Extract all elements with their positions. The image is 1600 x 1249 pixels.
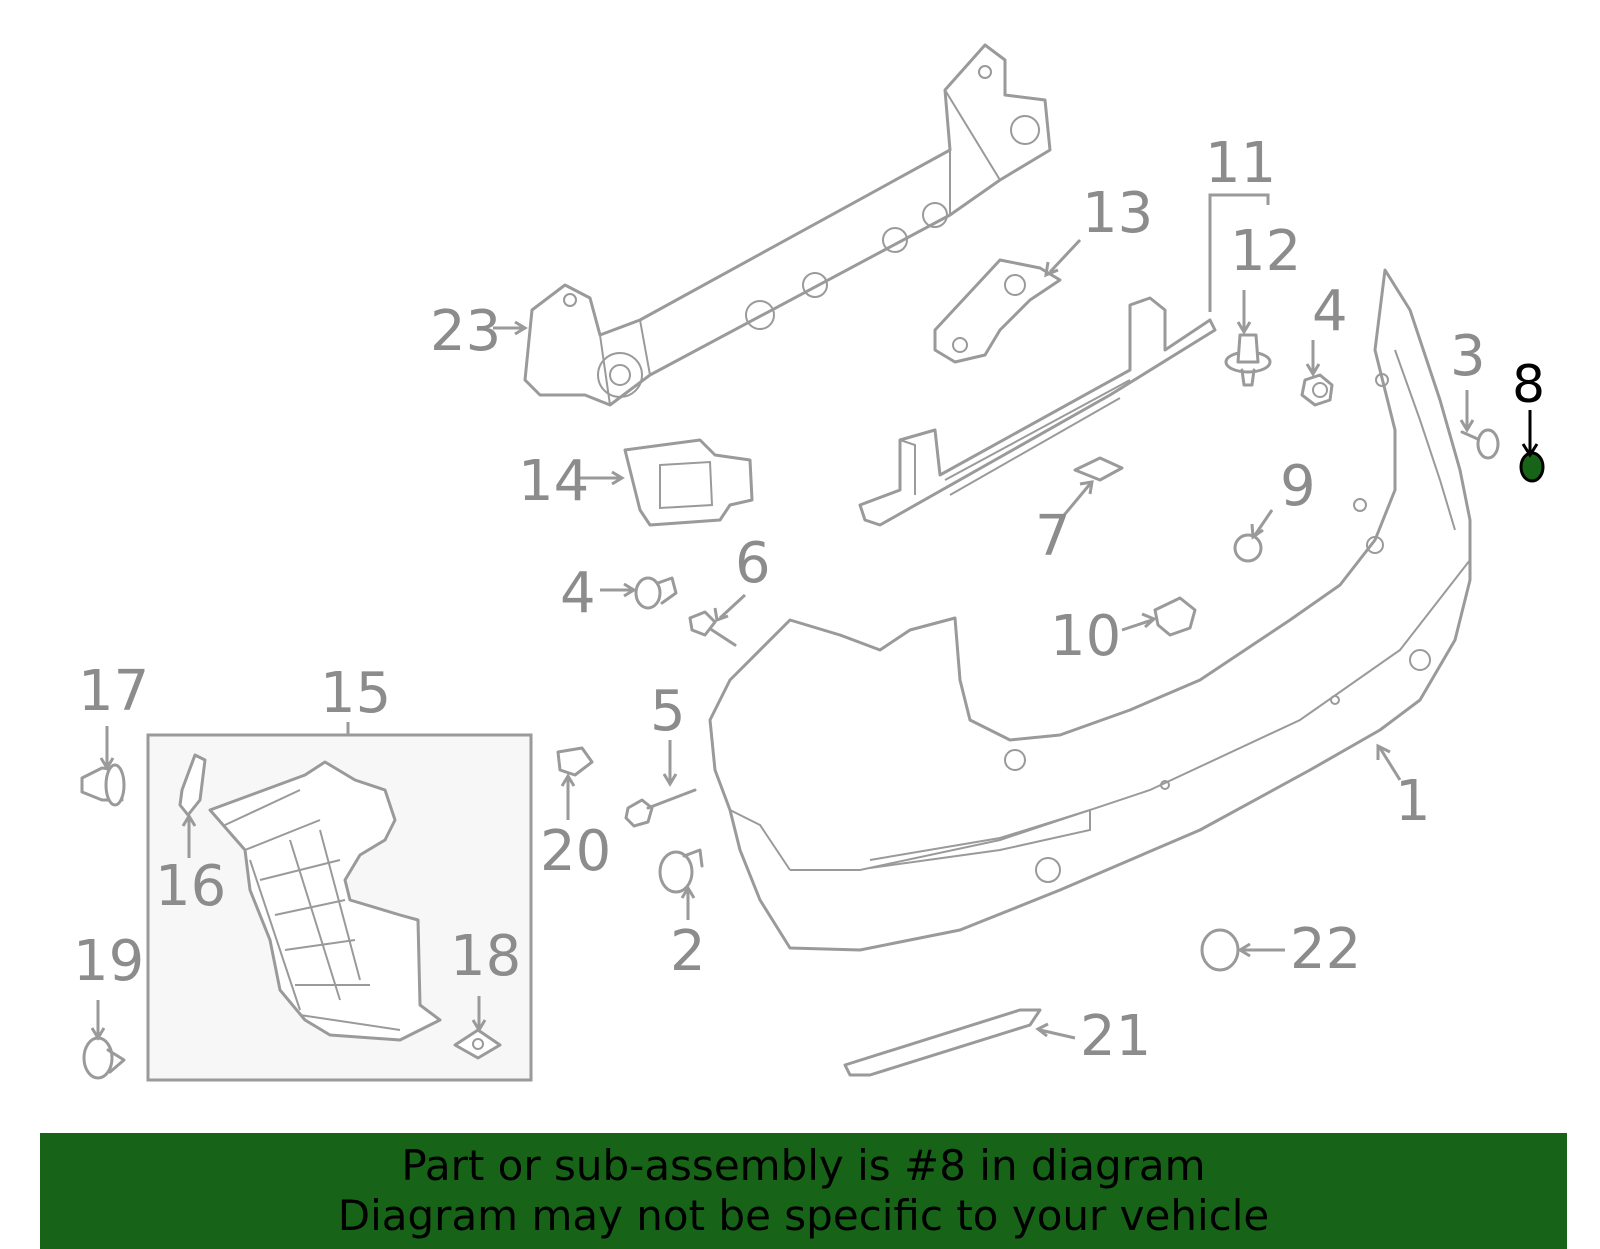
- part-6-bolt[interactable]: [688, 610, 737, 647]
- banner-line-2: Diagram may not be specific to your vehi…: [337, 1191, 1270, 1240]
- callout-20: 20: [540, 819, 611, 884]
- part-2-clip[interactable]: [658, 848, 704, 894]
- callout-16: 16: [155, 854, 226, 919]
- part-8-highlighted[interactable]: [1519, 451, 1545, 483]
- callout-6: 6: [735, 531, 771, 596]
- callout-19: 19: [73, 929, 144, 994]
- banner-line-1: Part or sub-assembly is #8 in diagram: [401, 1141, 1206, 1190]
- callout-7: 7: [1035, 504, 1071, 569]
- part-5-bolt[interactable]: [624, 788, 697, 828]
- part-10-bracket[interactable]: [1153, 596, 1197, 637]
- callout-21: 21: [1080, 1004, 1151, 1069]
- callout-4-upper: 4: [1312, 279, 1348, 344]
- part-14-bracket[interactable]: [623, 438, 754, 527]
- callout-labels: 23 13 11 12 4 3 8 14 7 9 6 4 10 17 15 5 …: [73, 131, 1545, 1069]
- callout-12: 12: [1230, 219, 1301, 284]
- callout-17: 17: [78, 659, 149, 724]
- callout-23: 23: [430, 299, 501, 364]
- part-4-nut-upper[interactable]: [1300, 373, 1334, 407]
- part-7-cover[interactable]: [1073, 456, 1124, 482]
- leader-lines: [90, 193, 1539, 1041]
- info-banner: Part or sub-assembly is #8 in diagram Di…: [40, 1133, 1567, 1249]
- callout-4-lower: 4: [560, 561, 596, 626]
- callout-22: 22: [1290, 917, 1361, 982]
- part-19-clip[interactable]: [82, 1036, 126, 1080]
- inset-box-15: [146, 733, 533, 1082]
- callout-13: 13: [1082, 181, 1153, 246]
- part-17-clip[interactable]: [80, 763, 126, 807]
- part-22-cover[interactable]: [1200, 928, 1240, 972]
- part-16-seal[interactable]: [178, 753, 207, 817]
- part-13-bracket[interactable]: [933, 258, 1062, 364]
- callout-5: 5: [650, 679, 686, 744]
- callout-2: 2: [670, 919, 706, 984]
- callout-15: 15: [320, 661, 391, 726]
- part-12-clip[interactable]: [1224, 333, 1272, 387]
- part-4-nut-lower[interactable]: [634, 576, 678, 610]
- callout-3: 3: [1450, 324, 1486, 389]
- callout-11: 11: [1205, 131, 1276, 196]
- part-20-clip[interactable]: [556, 746, 594, 777]
- part-23-reinforcement-beam[interactable]: [523, 43, 1052, 407]
- part-15-splash-shield[interactable]: [208, 760, 442, 1042]
- part-18-clip[interactable]: [453, 1028, 502, 1060]
- callout-14: 14: [518, 449, 589, 514]
- callout-10: 10: [1050, 604, 1121, 669]
- callout-1: 1: [1395, 769, 1431, 834]
- callout-18: 18: [450, 924, 521, 989]
- callout-8: 8: [1512, 355, 1545, 415]
- part-3-screw[interactable]: [1460, 428, 1500, 460]
- part-9-clip[interactable]: [1233, 533, 1263, 563]
- part-11-absorber[interactable]: [858, 296, 1217, 527]
- callout-9: 9: [1280, 454, 1316, 519]
- part-21-reflector[interactable]: [843, 1008, 1042, 1077]
- part-1-bumper-cover[interactable]: [708, 268, 1472, 952]
